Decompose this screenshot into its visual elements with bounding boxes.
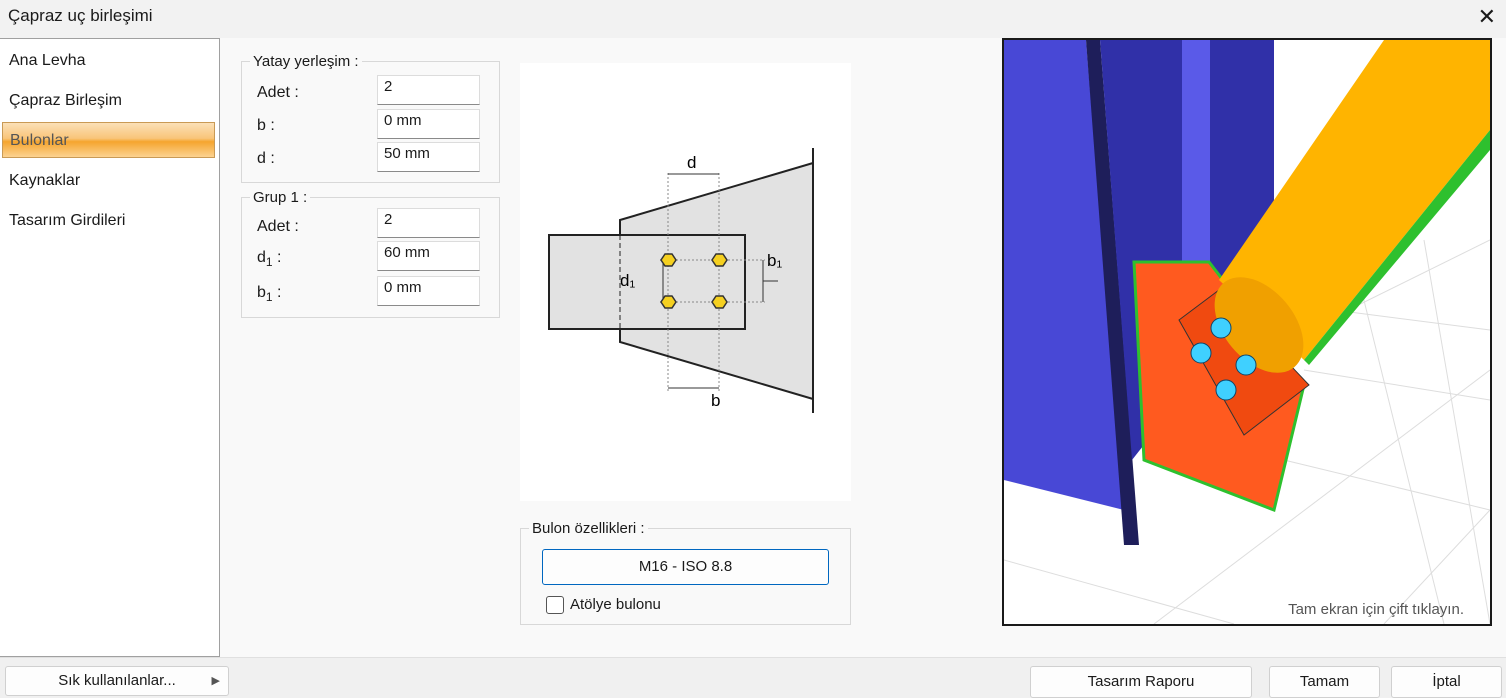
atolye-bulonu-label: Atölye bulonu: [570, 596, 661, 613]
bolt-icon: [1190, 342, 1212, 364]
grup1-b1-input[interactable]: 0 mm: [377, 276, 480, 306]
sidebar-item-capraz-birlesim[interactable]: Çapraz Birleşim: [9, 92, 122, 109]
bolt-icon: [711, 253, 728, 267]
d1-colon: :: [272, 249, 282, 266]
b1-sub: 1: [265, 290, 273, 305]
sidebar-item-kaynaklar[interactable]: Kaynaklar: [9, 172, 81, 189]
favorites-button[interactable]: Sık kullanılanlar... ▶: [5, 666, 229, 696]
b1-label: b1 :: [257, 284, 281, 304]
d-dim-label: d: [687, 153, 696, 172]
d-label: d :: [257, 150, 275, 167]
b-label: b :: [257, 117, 275, 134]
yatay-b-input[interactable]: 0 mm: [377, 109, 480, 139]
chevron-right-icon: ▶: [211, 675, 220, 687]
bolt-icon: [1215, 379, 1237, 401]
close-icon[interactable]: ✕: [1477, 4, 1496, 29]
b1-dim-label: b₁: [767, 251, 782, 270]
b-dim-label: b: [711, 391, 720, 410]
yatay-yerlesim-group: Yatay yerleşim : Adet : 2 b : 0 mm d : 5…: [241, 53, 500, 183]
fullscreen-hint: Tam ekran için çift tıklayın.: [1288, 601, 1464, 618]
3d-viewer[interactable]: Tam ekran için çift tıklayın.: [1002, 38, 1492, 626]
d1-sub: 1: [265, 255, 273, 270]
yatay-d-input[interactable]: 50 mm: [377, 142, 480, 172]
d1-label: d1 :: [257, 249, 281, 269]
bolt-type-button[interactable]: M16 - ISO 8.8: [542, 549, 829, 585]
sidebar-item-tasarim-girdileri[interactable]: Tasarım Girdileri: [9, 212, 126, 229]
atolye-bulonu-checkbox[interactable]: [546, 596, 564, 614]
grup1-d1-input[interactable]: 60 mm: [377, 241, 480, 271]
bulon-ozellikleri-group: Bulon özellikleri : M16 - ISO 8.8 Atölye…: [520, 520, 851, 625]
cancel-button[interactable]: İptal: [1391, 666, 1502, 698]
title-bar: Çapraz uç birleşimi ✕: [0, 0, 1506, 38]
bolt-icon: [711, 295, 728, 309]
group-title: Grup 1 :: [250, 189, 311, 206]
bolt-layout-diagram: d d₁ b₁ b: [520, 63, 851, 501]
d1-dim-label: d₁: [620, 271, 635, 290]
group-title: Bulon özellikleri :: [529, 520, 648, 537]
favorites-label: Sık kullanılanlar...: [58, 672, 176, 689]
grup1-group: Grup 1 : Adet : 2 d1 : 60 mm b1 : 0 mm: [241, 189, 500, 318]
design-report-button[interactable]: Tasarım Raporu: [1030, 666, 1252, 698]
bolt-icon: [660, 253, 677, 267]
sidebar: Ana Levha Çapraz Birleşim Bulonlar Kayna…: [0, 38, 220, 657]
adet-label: Adet :: [257, 218, 299, 235]
grup1-adet-input[interactable]: 2: [377, 208, 480, 238]
adet-label: Adet :: [257, 84, 299, 101]
sidebar-item-ana-levha[interactable]: Ana Levha: [9, 52, 86, 69]
bolt-icon: [1235, 354, 1257, 376]
d1-text: d: [257, 249, 266, 266]
b1-text: b: [257, 284, 266, 301]
sidebar-item-bulonlar[interactable]: Bulonlar: [2, 122, 215, 158]
yatay-adet-input[interactable]: 2: [377, 75, 480, 105]
window-title: Çapraz uç birleşimi: [8, 6, 153, 25]
b1-colon: :: [272, 284, 282, 301]
footer-bar: Sık kullanılanlar... ▶ Tasarım Raporu Tam…: [0, 657, 1506, 698]
ok-button[interactable]: Tamam: [1269, 666, 1380, 698]
bolt-icon: [1210, 317, 1232, 339]
bolt-icon: [660, 295, 677, 309]
group-title: Yatay yerleşim :: [250, 53, 362, 70]
